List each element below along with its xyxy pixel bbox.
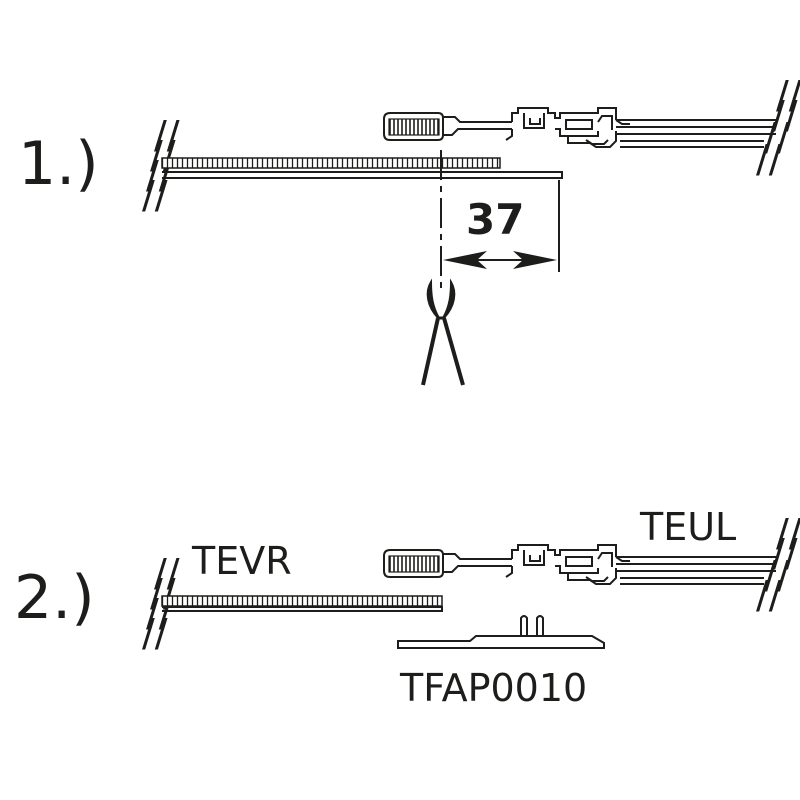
label-tevr: TEVR [191, 539, 292, 583]
scissors-icon [421, 278, 465, 386]
svg-text://: // [142, 173, 168, 217]
svg-text://: // [776, 73, 800, 117]
step-2-number: 2.) [14, 563, 95, 633]
dimension-arrow [443, 251, 557, 269]
svg-text://: // [776, 511, 800, 555]
trimmed-strip-tevr [161, 595, 443, 612]
ridged-strip [161, 157, 563, 179]
break-mark-icon: // // // // [756, 73, 800, 181]
svg-text://: // [764, 115, 790, 159]
clip-assembly [383, 107, 777, 148]
svg-text://: // [142, 611, 168, 655]
break-mark-icon: // // // // [142, 113, 180, 217]
break-mark-icon: // // // // [756, 511, 800, 617]
label-teul: TEUL [639, 505, 736, 549]
step-2: 2.) TEVR TEUL TFAP0010 // // // // // //… [14, 505, 800, 710]
svg-text://: // [756, 573, 782, 617]
svg-text://: // [772, 531, 798, 575]
svg-text://: // [756, 137, 782, 181]
step-1-number: 1.) [18, 129, 99, 199]
break-mark-icon: // // // // [142, 551, 180, 655]
svg-text://: // [154, 113, 180, 157]
step-1: 1.) // // // // // // // // [18, 73, 800, 386]
clip-assembly-teul [383, 544, 777, 585]
svg-text://: // [764, 553, 790, 597]
label-tfap0010: TFAP0010 [399, 666, 587, 710]
svg-text://: // [150, 133, 176, 177]
svg-text://: // [772, 93, 798, 137]
svg-text://: // [154, 551, 180, 595]
plate-tfap0010 [397, 615, 605, 649]
dimension-value: 37 [466, 195, 524, 244]
